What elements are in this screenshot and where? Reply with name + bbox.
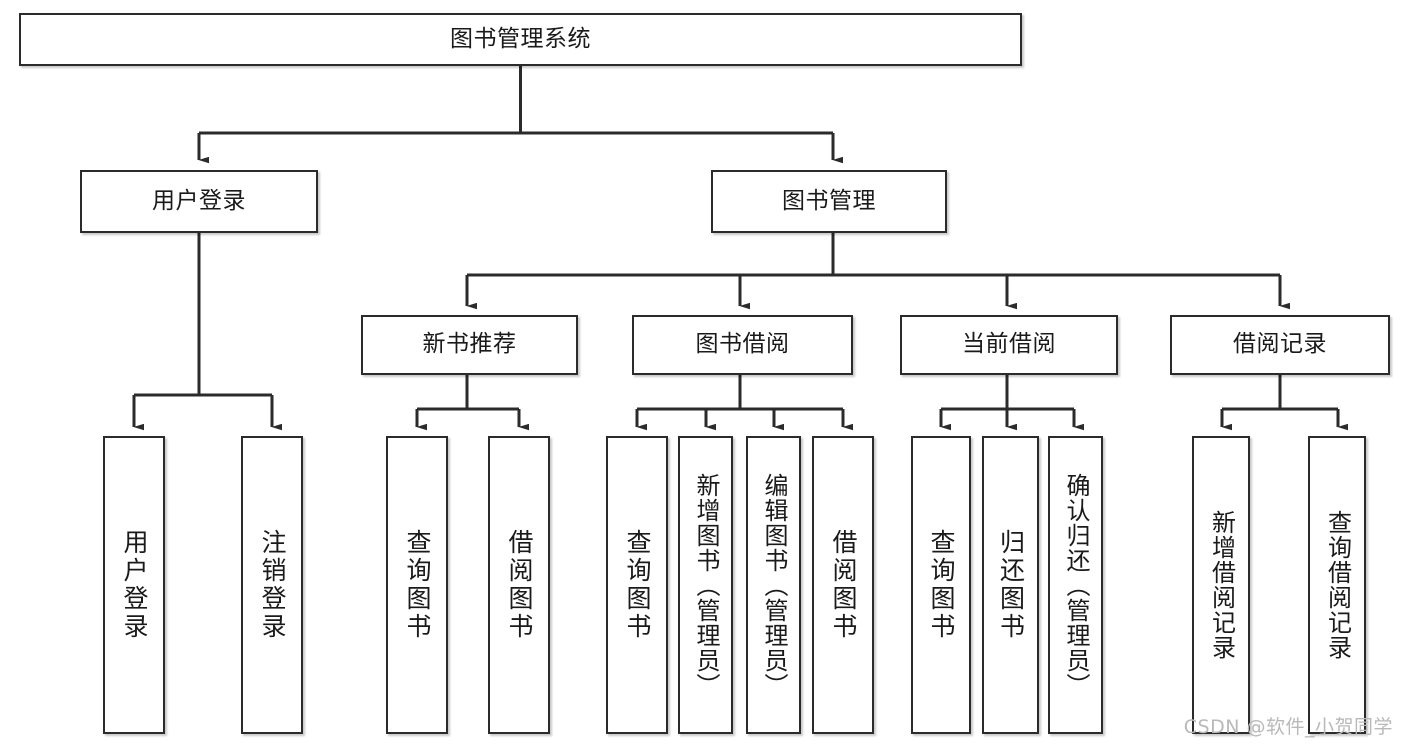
node-label: 编辑图书（管理员） bbox=[759, 472, 788, 698]
node-label: 归还图书 bbox=[996, 529, 1026, 641]
node-user-login[interactable]: 用户登录 bbox=[80, 170, 318, 233]
node-label: 图书管理 bbox=[782, 187, 876, 214]
leaf-new-book-borrow[interactable]: 借阅图书 bbox=[488, 436, 550, 734]
leaf-book-borrow-add[interactable]: 新增图书（管理员） bbox=[678, 436, 733, 734]
node-label: 当前借阅 bbox=[962, 331, 1056, 358]
node-label: 借阅记录 bbox=[1233, 331, 1327, 358]
node-label: 确认归还（管理员） bbox=[1061, 472, 1090, 698]
node-book-management[interactable]: 图书管理 bbox=[711, 170, 947, 233]
leaf-user-login-logout[interactable]: 注销登录 bbox=[241, 436, 303, 734]
node-root-system[interactable]: 图书管理系统 bbox=[19, 13, 1022, 66]
node-label: 查询图书 bbox=[927, 529, 956, 641]
leaf-current-borrow-confirm-return[interactable]: 确认归还（管理员） bbox=[1048, 436, 1103, 734]
node-label: 新增图书（管理员） bbox=[691, 472, 720, 698]
node-label: 新增借阅记录 bbox=[1207, 510, 1236, 660]
node-label: 用户登录 bbox=[152, 187, 246, 214]
node-label: 图书管理系统 bbox=[450, 25, 591, 52]
leaf-book-borrow-edit[interactable]: 编辑图书（管理员） bbox=[746, 436, 801, 734]
leaf-new-book-query[interactable]: 查询图书 bbox=[386, 436, 448, 734]
node-book-borrow[interactable]: 图书借阅 bbox=[632, 315, 853, 375]
leaf-current-borrow-query[interactable]: 查询图书 bbox=[911, 436, 971, 734]
watermark-text: CSDN @软件_小贺同学 bbox=[1183, 716, 1393, 738]
node-new-book-recommend[interactable]: 新书推荐 bbox=[361, 315, 578, 375]
node-label: 查询图书 bbox=[623, 529, 652, 641]
leaf-borrow-record-query[interactable]: 查询借阅记录 bbox=[1308, 436, 1366, 734]
node-label: 注销登录 bbox=[258, 529, 287, 641]
leaf-book-borrow-borrow[interactable]: 借阅图书 bbox=[812, 436, 874, 734]
node-label: 查询图书 bbox=[403, 529, 432, 641]
node-current-borrow[interactable]: 当前借阅 bbox=[900, 315, 1118, 375]
node-borrow-record[interactable]: 借阅记录 bbox=[1170, 315, 1390, 375]
node-label: 借阅图书 bbox=[829, 529, 858, 641]
node-label: 新书推荐 bbox=[422, 331, 517, 358]
leaf-user-login-login[interactable]: 用户登录 bbox=[103, 436, 165, 734]
leaf-current-borrow-return[interactable]: 归还图书 bbox=[982, 436, 1039, 734]
leaf-book-borrow-query[interactable]: 查询图书 bbox=[606, 436, 668, 734]
node-label: 查询借阅记录 bbox=[1323, 510, 1352, 660]
node-label: 用户登录 bbox=[120, 529, 149, 641]
leaf-borrow-record-add[interactable]: 新增借阅记录 bbox=[1192, 436, 1250, 734]
node-label: 图书借阅 bbox=[695, 331, 790, 358]
node-label: 借阅图书 bbox=[505, 529, 534, 641]
